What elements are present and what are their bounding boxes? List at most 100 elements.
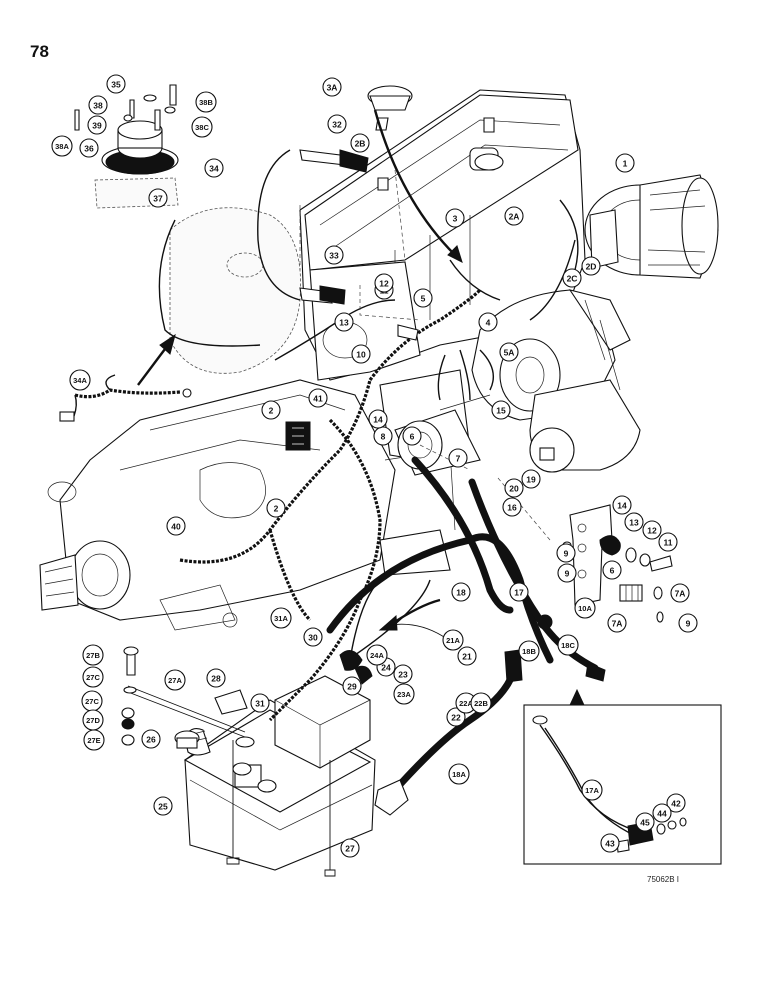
senders [299, 85, 419, 341]
inset-17A [523, 688, 722, 865]
callout-label: 14 [373, 415, 383, 425]
callout-2d: 2D [581, 256, 601, 276]
callout-circle [166, 516, 186, 536]
starter-motor [471, 289, 641, 473]
callout-label: 18 [456, 588, 466, 598]
callout-label: 13 [339, 318, 349, 328]
callout-2b: 2B [350, 133, 370, 153]
callout-4: 4 [478, 312, 498, 332]
callout-circle [334, 312, 354, 332]
callout-10: 10 [351, 344, 371, 364]
callout-44: 44 [652, 803, 672, 823]
callout-layer: 1222A2B2C2D33A455A6677A7A89991010A111112… [51, 74, 698, 858]
callout-circle [69, 369, 91, 391]
callout-13: 13 [334, 312, 354, 332]
callout-label: 12 [647, 526, 657, 536]
callout-22: 22 [446, 707, 466, 727]
callout-circle [504, 478, 524, 498]
callout-12-b: 12 [642, 520, 662, 540]
callout-label: 22 [451, 713, 461, 723]
callout-5a: 5A [499, 342, 519, 362]
callout-label: 2 [274, 504, 279, 514]
callout-circle [374, 273, 394, 293]
callout-label: 10A [578, 604, 592, 613]
bracket-10A [569, 504, 643, 606]
callout-2: 2 [261, 400, 281, 420]
callout-circle [478, 312, 498, 332]
callout-26: 26 [141, 729, 161, 749]
callout-35: 35 [106, 74, 126, 94]
callout-14: 14 [368, 409, 388, 429]
callout-label: 23A [397, 690, 411, 699]
callout-circle [518, 640, 540, 662]
callout-label: 38B [199, 98, 213, 107]
callout-label: 36 [84, 144, 94, 154]
callout-34a: 34A [69, 369, 91, 391]
callout-9-c: 9 [678, 613, 698, 633]
callout-label: 6 [410, 432, 415, 442]
callout-label: 14 [617, 501, 627, 511]
callout-label: 7A [675, 589, 686, 599]
callout-36: 36 [79, 138, 99, 158]
callout-16: 16 [502, 497, 522, 517]
callout-11-b: 11 [658, 532, 678, 552]
callout-label: 27C [85, 697, 99, 706]
callout-circle [652, 803, 672, 823]
callout-3: 3 [445, 208, 465, 228]
callout-label: 33 [329, 251, 339, 261]
callout-circle [82, 666, 104, 688]
callout-circle [393, 683, 415, 705]
callout-label: 9 [686, 619, 691, 629]
callout-circle [164, 669, 186, 691]
callout-38b: 38B [195, 91, 217, 113]
callout-label: 2C [567, 274, 578, 284]
callout-29: 29 [342, 676, 362, 696]
callout-label: 22A [459, 699, 473, 708]
callout-15: 15 [491, 400, 511, 420]
callout-31a: 31A [270, 607, 292, 629]
callout-label: 5 [421, 294, 426, 304]
callout-circle [607, 613, 627, 633]
callout-39: 39 [87, 115, 107, 135]
callout-18a: 18A [448, 763, 470, 785]
callout-1: 1 [615, 153, 635, 173]
callout-label: 23 [398, 670, 408, 680]
callout-45: 45 [635, 812, 655, 832]
callout-label: 8 [381, 432, 386, 442]
callout-circle [83, 729, 105, 751]
callout-label: 18A [452, 770, 466, 779]
callout-circle [602, 560, 622, 580]
callout-circle [261, 400, 281, 420]
callout-circle [612, 495, 632, 515]
callout-40: 40 [166, 516, 186, 536]
callout-20: 20 [504, 478, 524, 498]
callout-circle [442, 629, 464, 651]
callout-circle [446, 707, 466, 727]
callout-circle [308, 388, 328, 408]
callout-34: 34 [204, 158, 224, 178]
battery [183, 675, 376, 871]
callout-circle [491, 400, 511, 420]
callout-circle [670, 583, 690, 603]
callout-label: 28 [211, 674, 221, 684]
callout-38a: 38A [51, 135, 73, 157]
wire-harness [158, 149, 579, 722]
callout-label: 39 [92, 121, 102, 131]
callout-label: 16 [507, 503, 517, 513]
callout-circle [499, 342, 519, 362]
cable-18A [374, 649, 523, 816]
callout-circle [556, 543, 576, 563]
callout-17a: 17A [581, 779, 603, 801]
callout-label: 38C [195, 123, 209, 132]
callout-label: 2 [269, 406, 274, 416]
callout-37: 37 [148, 188, 168, 208]
callout-41: 41 [308, 388, 328, 408]
callout-label: 4 [486, 318, 491, 328]
callout-2c: 2C [562, 268, 582, 288]
callout-circle [322, 77, 342, 97]
callout-circle [270, 607, 292, 629]
hardware-stack-27 [121, 646, 139, 746]
callout-circle [600, 833, 620, 853]
callout-7a-b: 7A [607, 613, 627, 633]
callout-label: 9 [565, 569, 570, 579]
